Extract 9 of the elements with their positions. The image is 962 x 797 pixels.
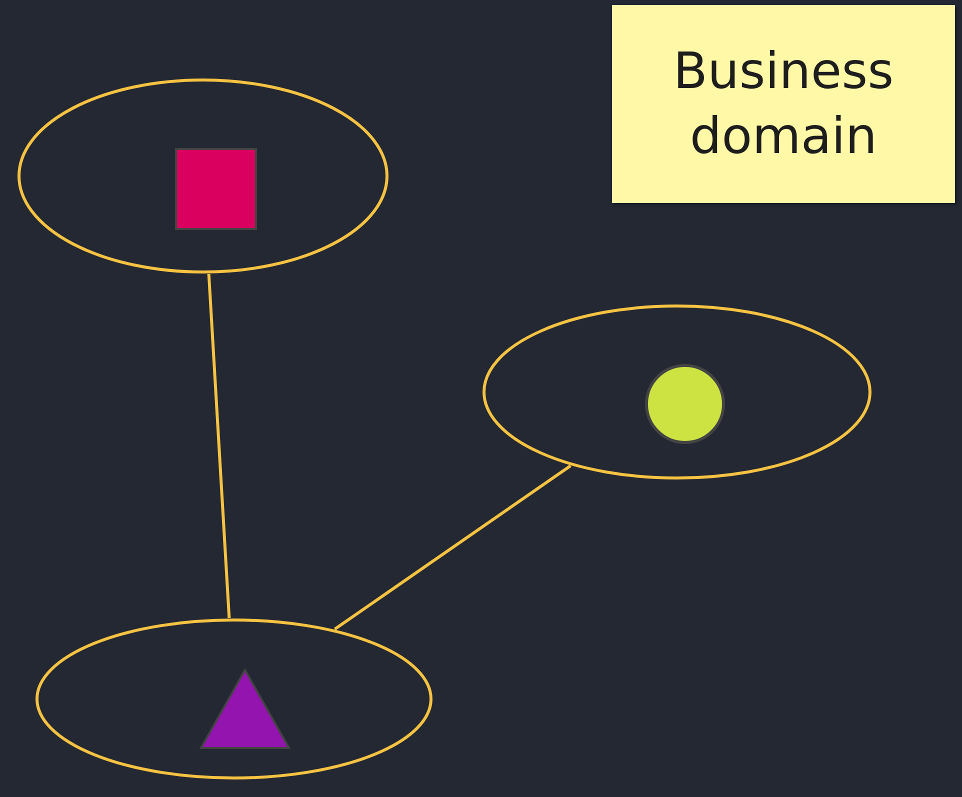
oval-outline: [482, 304, 872, 480]
square-symbol: [175, 148, 257, 230]
triangle-symbol: [199, 668, 291, 750]
connector-line: [334, 464, 572, 630]
connector-line: [207, 274, 231, 618]
oval-outline: [17, 78, 389, 274]
sticky-note: [612, 5, 955, 203]
note-text: Business domain: [672, 41, 895, 167]
oval-outline: [35, 618, 433, 780]
